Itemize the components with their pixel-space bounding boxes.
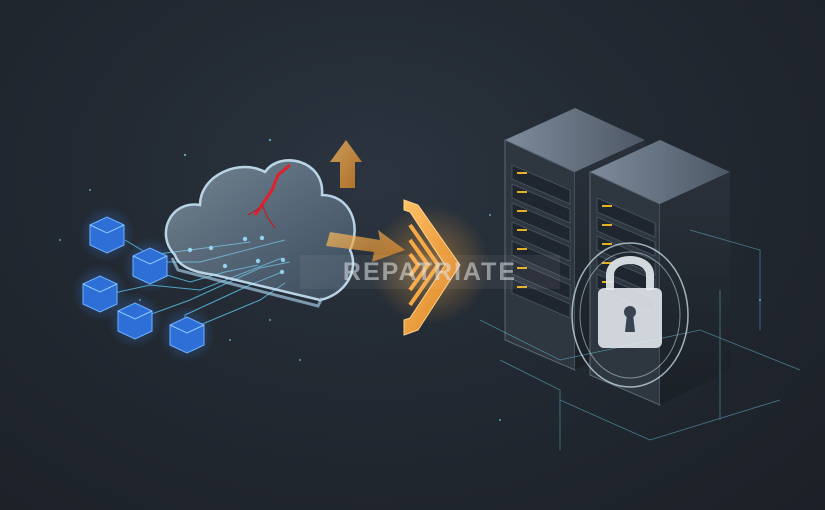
- server-circuits: [479, 229, 801, 450]
- data-cubes: [72, 206, 215, 362]
- particles: [59, 138, 761, 421]
- watermark-text: REPATRIATE: [300, 255, 560, 289]
- chevron-gate: [370, 199, 490, 336]
- cloud: [164, 159, 356, 308]
- padlock-icon: [571, 242, 689, 388]
